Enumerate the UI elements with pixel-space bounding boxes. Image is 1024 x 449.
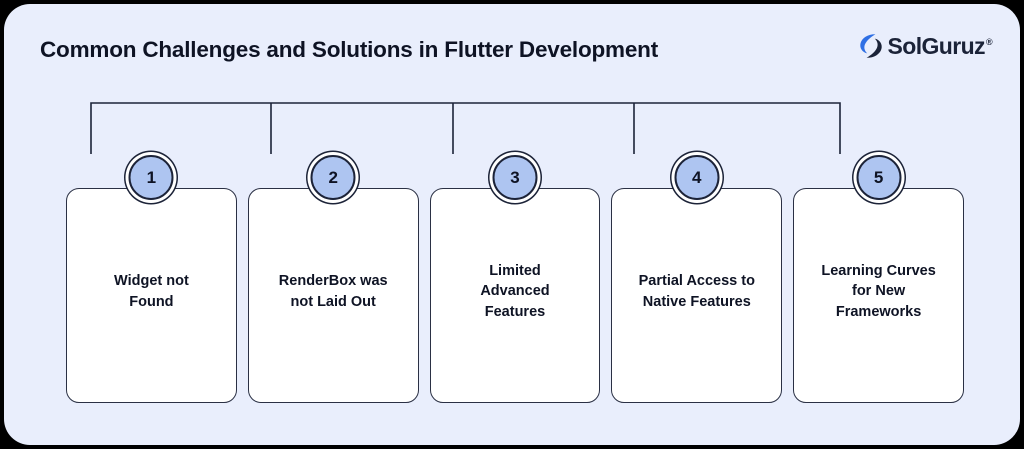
infographic-panel: Common Challenges and Solutions in Flutt…: [4, 4, 1020, 445]
challenge-card-4[interactable]: Partial Access to Native Features: [611, 188, 783, 403]
step-badge-5: 5: [856, 155, 902, 200]
challenge-item-2: 2 RenderBox was not Laid Out: [247, 155, 419, 403]
brand-name: SolGuruz®: [887, 32, 993, 59]
challenge-label-3: Limited Advanced Features: [480, 262, 550, 320]
solguruz-swirl-icon: [859, 34, 882, 58]
challenge-card-row: 1 Widget not Found 2 RenderBox was not L…: [66, 155, 964, 403]
step-badge-2: 2: [310, 155, 356, 200]
challenge-item-3: 3 Limited Advanced Features: [429, 155, 601, 403]
step-badge-4: 4: [674, 155, 720, 200]
challenge-card-1[interactable]: Widget not Found: [66, 188, 237, 403]
challenge-card-5[interactable]: Learning Curves for New Frameworks: [793, 188, 964, 403]
challenge-label-2: RenderBox was not Laid Out: [278, 272, 388, 310]
step-badge-1: 1: [128, 155, 174, 200]
challenge-label-5: Learning Curves for New Frameworks: [821, 262, 936, 320]
challenge-card-3[interactable]: Limited Advanced Features: [429, 188, 601, 403]
challenge-item-5: 5 Learning Curves for New Frameworks: [793, 155, 964, 403]
challenge-card-2[interactable]: RenderBox was not Laid Out: [247, 188, 419, 403]
challenge-label-1: Widget not Found: [114, 272, 189, 310]
header: Common Challenges and Solutions in Flutt…: [4, 4, 1020, 90]
step-badge-3: 3: [492, 155, 538, 200]
challenge-label-4: Partial Access to Native Features: [638, 272, 755, 310]
page-title: Common Challenges and Solutions in Flutt…: [40, 37, 659, 62]
challenge-item-1: 1 Widget not Found: [66, 155, 237, 403]
brand-logo: SolGuruz®: [858, 32, 993, 60]
brand-name-text: SolGuruz: [887, 32, 986, 59]
brand-registered-mark: ®: [985, 36, 993, 47]
challenge-item-4: 4 Partial Access to Native Features: [611, 155, 783, 403]
